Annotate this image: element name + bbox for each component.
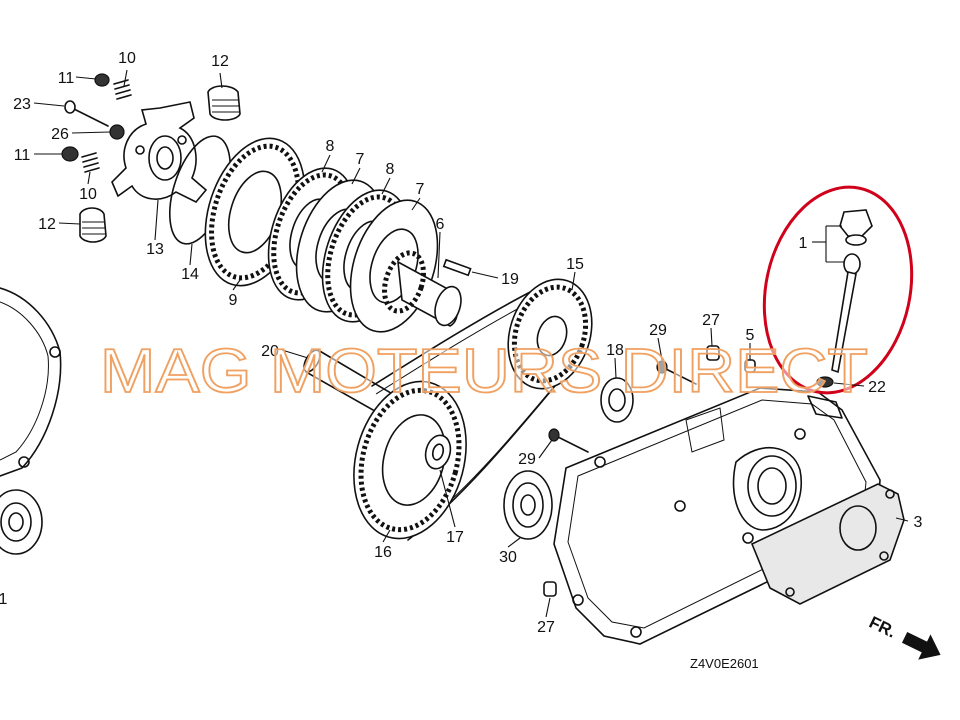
callout-13[interactable]: 13 — [146, 241, 164, 258]
part-bolt-23 — [64, 100, 109, 127]
callout-7-first[interactable]: 7 — [356, 151, 365, 168]
callout-23[interactable]: 23 — [13, 96, 31, 113]
callout-20[interactable]: 20 — [261, 343, 279, 360]
leader-lines — [33, 69, 909, 618]
direction-label: FR. — [866, 613, 899, 642]
callout-10-lower[interactable]: 10 — [79, 186, 97, 203]
part-bolt-29-lower — [548, 428, 589, 453]
callout-30[interactable]: 30 — [499, 549, 517, 566]
part-sprocket-16 — [353, 380, 467, 540]
part-nut-11-lower — [61, 146, 79, 162]
callout-labels: 10 11 12 23 26 11 10 12 13 14 9 8 7 8 7 … — [0, 50, 923, 636]
part-gasket-3 — [750, 483, 905, 605]
callout-1-left-edge[interactable]: 1 — [0, 591, 8, 608]
part-drive-plate-13 — [111, 101, 208, 203]
part-bearing-left — [0, 489, 43, 555]
part-reduction-case — [553, 387, 881, 645]
part-hub-17 — [424, 434, 452, 470]
callout-19[interactable]: 19 — [501, 271, 519, 288]
highlight-circle — [762, 185, 914, 395]
part-hub-6 — [382, 250, 462, 327]
callout-10-upper[interactable]: 10 — [118, 50, 136, 67]
part-dowel-27-upper — [706, 345, 720, 361]
part-spring-10-upper — [113, 79, 132, 100]
callout-16[interactable]: 16 — [374, 544, 392, 561]
part-oil-dipstick-1 — [831, 209, 873, 374]
callout-26[interactable]: 26 — [51, 126, 69, 143]
callout-11-lower[interactable]: 11 — [14, 147, 31, 164]
callout-6[interactable]: 6 — [436, 216, 445, 233]
part-weight-12-lower — [79, 207, 107, 243]
part-sprocket-15 — [507, 278, 593, 390]
callout-1[interactable]: 1 — [799, 235, 808, 252]
part-bearing-30 — [503, 470, 553, 540]
callout-8-first[interactable]: 8 — [326, 138, 335, 155]
part-washer-22 — [816, 376, 834, 388]
watermark-text: MAG MOTEURS DIRECT — [100, 337, 868, 406]
part-weight-12-upper — [207, 85, 241, 121]
callout-18[interactable]: 18 — [606, 342, 624, 359]
callout-12-lower[interactable]: 12 — [38, 216, 56, 233]
part-nut-11-upper — [94, 73, 110, 87]
direction-arrow-icon — [901, 631, 941, 660]
part-left-cover — [0, 287, 62, 477]
callout-15[interactable]: 15 — [566, 256, 584, 273]
callout-5[interactable]: 5 — [746, 327, 755, 344]
part-spring-10-lower — [81, 152, 100, 173]
callout-14[interactable]: 14 — [181, 266, 199, 283]
callout-27-lower[interactable]: 27 — [537, 619, 555, 636]
callout-3[interactable]: 3 — [914, 514, 923, 531]
callout-29-upper[interactable]: 29 — [649, 322, 667, 339]
callout-8-second[interactable]: 8 — [386, 161, 395, 178]
callout-17[interactable]: 17 — [446, 529, 464, 546]
callout-7-second[interactable]: 7 — [416, 181, 425, 198]
part-washer-26 — [109, 124, 125, 140]
part-pin-19 — [442, 258, 472, 277]
callout-27-upper[interactable]: 27 — [702, 312, 720, 329]
front-direction-indicator: FR. — [866, 613, 941, 660]
part-bolt-29-upper — [656, 360, 697, 385]
callout-12-upper[interactable]: 12 — [211, 53, 229, 70]
callout-22[interactable]: 22 — [868, 379, 886, 396]
part-dowel-27-lower — [543, 581, 557, 597]
diagram-code: Z4V0E2601 — [690, 656, 759, 671]
callout-29-lower[interactable]: 29 — [518, 451, 536, 468]
callout-11-upper[interactable]: 11 — [58, 70, 75, 87]
part-bearing-18 — [600, 377, 634, 423]
callout-9[interactable]: 9 — [229, 292, 238, 309]
